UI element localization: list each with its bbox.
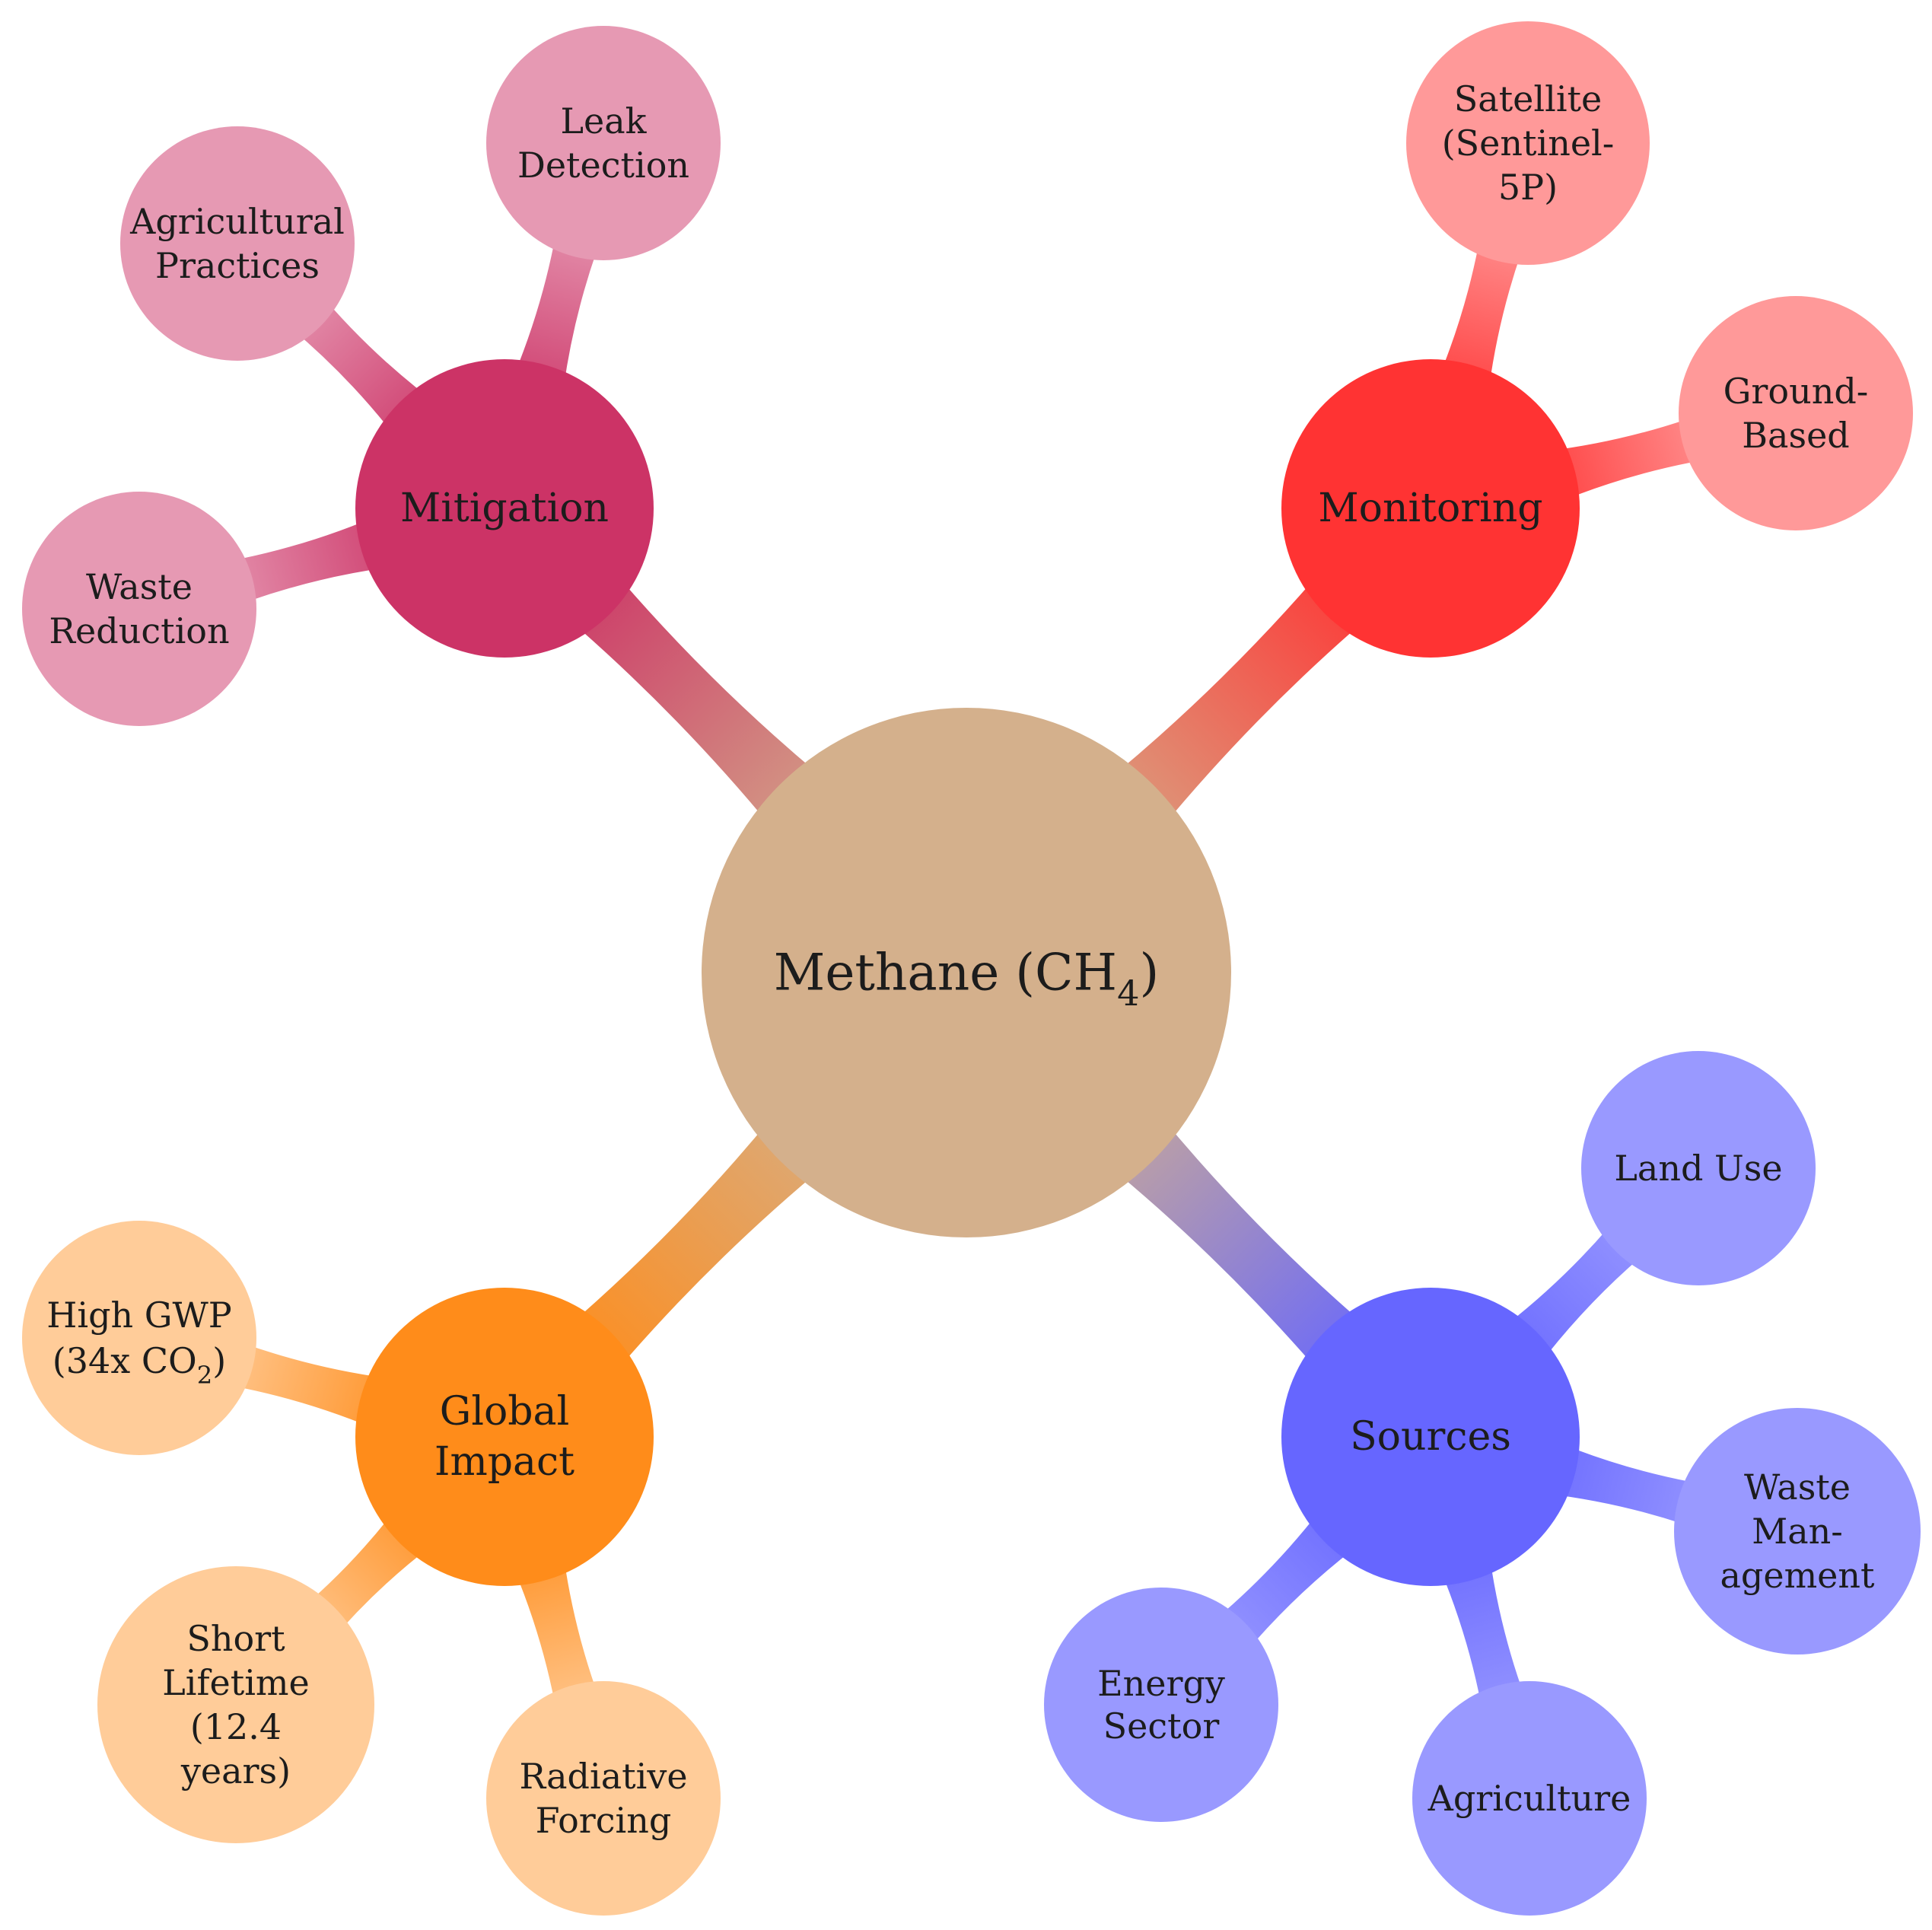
leaf-node-radiative-forcing-bubble — [486, 1681, 721, 1916]
leaf-node-waste-management-bubble — [1674, 1408, 1921, 1655]
branch-node-global-impact-bubble — [355, 1288, 654, 1586]
leaf-node-waste-reduction-bubble — [22, 492, 256, 726]
leaf-node-land-use-label: Land Use — [1614, 1148, 1782, 1189]
leaf-node-ground-based-bubble — [1679, 296, 1913, 530]
leaf-node-agriculture-label: Agriculture — [1428, 1778, 1631, 1819]
leaf-node-ground-based: Ground-Based — [1679, 296, 1913, 530]
branch-node-monitoring-bubble — [1281, 359, 1580, 658]
leaf-node-agricultural-practices-bubble — [120, 126, 355, 361]
leaf-node-energy-sector-bubble — [1044, 1588, 1278, 1822]
branch-node-mitigation-label: Mitigation — [400, 486, 609, 531]
leaf-node-land-use: Land Use — [1581, 1051, 1816, 1285]
leaf-node-leak-detection-bubble — [486, 26, 721, 260]
branch-node-mitigation-bubble — [355, 359, 654, 658]
leaf-node-satellite-label: Satellite(Sentinel-5P) — [1442, 78, 1615, 208]
root-node-methane-bubble — [702, 708, 1231, 1237]
leaf-node-land-use-bubble — [1581, 1051, 1816, 1285]
leaf-node-satellite-bubble — [1406, 21, 1650, 265]
branch-node-monitoring-label: Monitoring — [1318, 486, 1542, 531]
leaf-node-high-gwp-bubble — [22, 1221, 256, 1455]
branch-node-sources-bubble — [1281, 1288, 1580, 1586]
root-node-methane: Methane (CH4) — [702, 708, 1231, 1237]
leaf-node-high-gwp-label: High GWP(34x CO2) — [46, 1295, 232, 1390]
branch-node-mitigation: Mitigation — [355, 359, 654, 658]
root-node-methane-label: Methane (CH4) — [774, 944, 1160, 1014]
leaf-node-high-gwp: High GWP(34x CO2) — [22, 1221, 256, 1455]
leaf-node-agriculture-bubble — [1412, 1681, 1647, 1916]
leaf-node-agriculture: Agriculture — [1412, 1681, 1647, 1916]
leaf-node-satellite: Satellite(Sentinel-5P) — [1406, 21, 1650, 265]
branch-node-monitoring: Monitoring — [1281, 359, 1580, 658]
branch-node-sources-label: Sources — [1350, 1414, 1511, 1460]
leaf-node-ground-based-label: Ground-Based — [1724, 371, 1869, 456]
leaf-node-short-lifetime-bubble — [97, 1566, 374, 1843]
branch-node-sources: Sources — [1281, 1288, 1580, 1586]
node-layer: Methane (CH4) Satellite(Sentinel-5P) Groun… — [22, 21, 1921, 1916]
